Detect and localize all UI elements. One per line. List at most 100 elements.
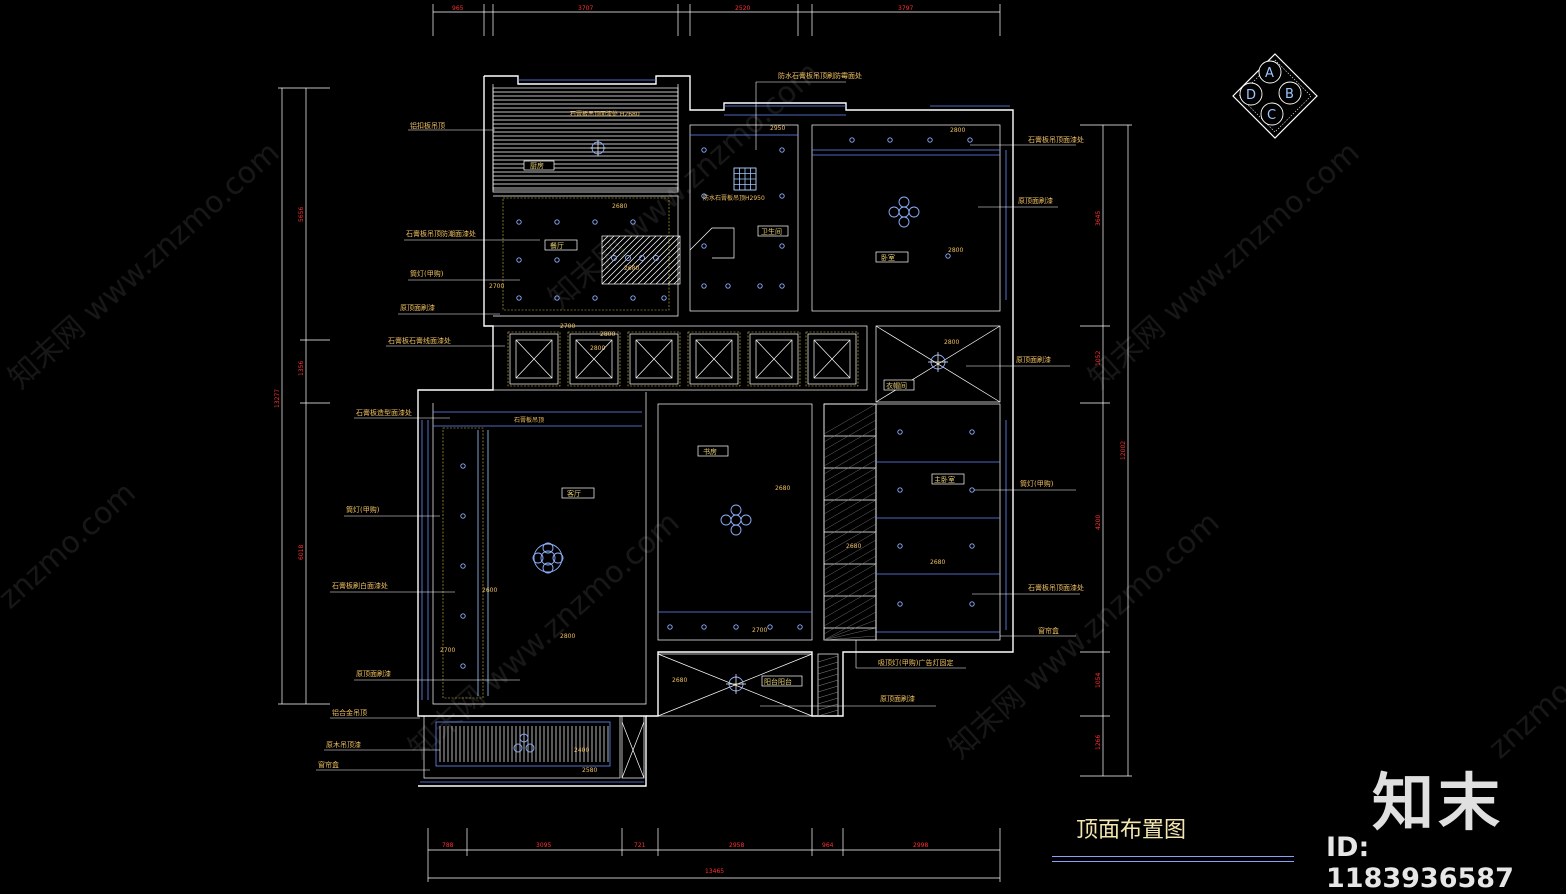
right-annotations: 防水石膏板吊顶刷防霉面处 石膏板吊顶面漆处 原顶面刷漆 原顶面刷漆 筒灯(甲购)… <box>755 71 1084 707</box>
hatch-line <box>817 709 839 717</box>
coffer <box>807 333 857 385</box>
coffer <box>509 333 559 385</box>
coffer-inner <box>575 339 613 379</box>
watermark-text: 知末网 www.znzmo.com <box>2 135 286 396</box>
hatch-line <box>823 507 877 539</box>
left-dimension-line: 5656 1356 6018 13277 <box>274 87 330 705</box>
dim-bottom-3: 721 <box>634 842 646 849</box>
coffer-frame <box>567 331 621 387</box>
compass-label-b: B <box>1285 87 1294 102</box>
kitchen-slat-ceiling: 厨房 石膏板吊顶面漆处 H2680 <box>492 87 679 191</box>
hatch-line <box>817 691 839 699</box>
dim-top-4: 3797 <box>898 5 913 12</box>
annotation-right-3: 原顶面刷漆 <box>1018 196 1053 205</box>
coffer-diag <box>755 339 793 379</box>
wardrobe-hatch: 2680 <box>823 403 877 641</box>
hatch-line <box>823 603 877 635</box>
dim-bottom-2: 3095 <box>536 842 551 849</box>
elev-dining-2: 2680 <box>624 265 639 272</box>
dim-left-3: 6018 <box>298 545 305 560</box>
elev-living-3: 2700 <box>440 647 455 654</box>
dim-bottom-4: 2958 <box>729 842 744 849</box>
dim-top-2: 3707 <box>578 5 593 12</box>
corridor-coffers: 2700 2800 2800 <box>507 323 859 387</box>
annotation-left-2: 石膏板吊顶防潮面漆处 <box>406 229 476 238</box>
hatch-line <box>823 627 877 641</box>
hatch-line <box>823 443 877 475</box>
note-kitchen: 石膏板吊顶面漆处 H2680 <box>570 110 640 118</box>
note-living: 石膏板吊顶 <box>514 416 544 424</box>
hatch-line <box>601 235 645 279</box>
hatch-line <box>823 483 877 515</box>
note-bath: 防水石膏板吊顶H2950 <box>703 194 765 202</box>
annotation-right-2: 石膏板吊顶面漆处 <box>1028 135 1084 144</box>
annotation-right-9: 原顶面刷漆 <box>880 694 915 703</box>
hatch-line <box>817 661 839 669</box>
coffer-frame <box>687 331 741 387</box>
room-label-bedroom1: 卧室 <box>881 253 895 262</box>
hatch-line <box>667 271 681 285</box>
dim-left-2: 1356 <box>298 361 305 376</box>
dim-right-5: 1266 <box>1095 735 1102 750</box>
hatch-line <box>823 635 877 641</box>
coffer-inner <box>515 339 553 379</box>
coffer <box>749 333 799 385</box>
chandelier-icon <box>513 733 535 753</box>
room-label-living: 客厅 <box>567 489 581 498</box>
annotation-right-8: 吸顶灯(甲购)广告灯固定 <box>878 658 953 667</box>
elev-study-2: 2700 <box>752 627 767 634</box>
hatch-line <box>823 531 877 563</box>
hatch-line <box>823 403 877 435</box>
hatch-line <box>817 703 839 711</box>
hatch-line <box>631 235 681 285</box>
dim-top-1: 965 <box>452 5 464 12</box>
elev-corridor: 2700 <box>560 323 575 330</box>
coffer-inner <box>755 339 793 379</box>
coffer-diag <box>575 339 613 379</box>
hatch-line <box>823 499 877 531</box>
room-label-master: 主卧室 <box>934 475 955 484</box>
ceiling-lamp-icon <box>720 504 752 536</box>
hatch-line <box>823 475 877 507</box>
title-underline <box>1052 856 1294 862</box>
study-room: 书房 2680 2700 <box>667 445 803 634</box>
hatch-line <box>823 515 877 547</box>
annotation-left-9: 原顶面刷漆 <box>356 669 391 678</box>
cloakroom: 2800 衣帽间 <box>875 325 1001 403</box>
coffer <box>689 333 739 385</box>
coffer-inner <box>695 339 733 379</box>
elev-dining: 2680 <box>612 203 627 210</box>
annotation-left-1: 铝扣板吊顶 <box>410 121 445 130</box>
coffer-frame <box>805 331 859 387</box>
annotation-left-10: 铝合金吊顶 <box>332 708 367 717</box>
hatch-line <box>823 579 877 611</box>
bottom-balcony: 2400 2580 <box>435 721 645 779</box>
elev-study: 2680 <box>775 485 790 492</box>
elev-balcony: 2680 <box>672 677 687 684</box>
annotation-left-5: 石膏板石膏线面漆处 <box>388 336 451 345</box>
coffer-inner <box>813 339 851 379</box>
hatch-line <box>661 265 681 285</box>
hatch-line <box>823 587 877 619</box>
hatch-line <box>817 673 839 681</box>
dim-right-1: 3645 <box>1095 211 1102 226</box>
compass-label-a: A <box>1265 66 1274 81</box>
dim-right-3: 4200 <box>1095 515 1102 530</box>
dim-right-2: 1052 <box>1095 351 1102 366</box>
elev-living-2: 2800 <box>560 633 575 640</box>
hatch-line <box>601 235 633 267</box>
hatch-line <box>823 563 877 595</box>
elev-bottom-balcony: 2400 <box>574 747 589 754</box>
hatch-line <box>673 277 681 285</box>
hatch-line <box>823 539 877 571</box>
living-room: 客厅 2600 2800 2700 石膏板吊顶 <box>440 416 595 699</box>
hatch-line <box>823 611 877 641</box>
hatch-line <box>823 595 877 627</box>
hatch-line <box>823 427 877 459</box>
coffer-frame <box>747 331 801 387</box>
dim-right-4: 1054 <box>1095 673 1102 688</box>
coffer <box>629 333 679 385</box>
dining-hatch <box>601 235 681 285</box>
elev-cloak: 2800 <box>944 339 959 346</box>
